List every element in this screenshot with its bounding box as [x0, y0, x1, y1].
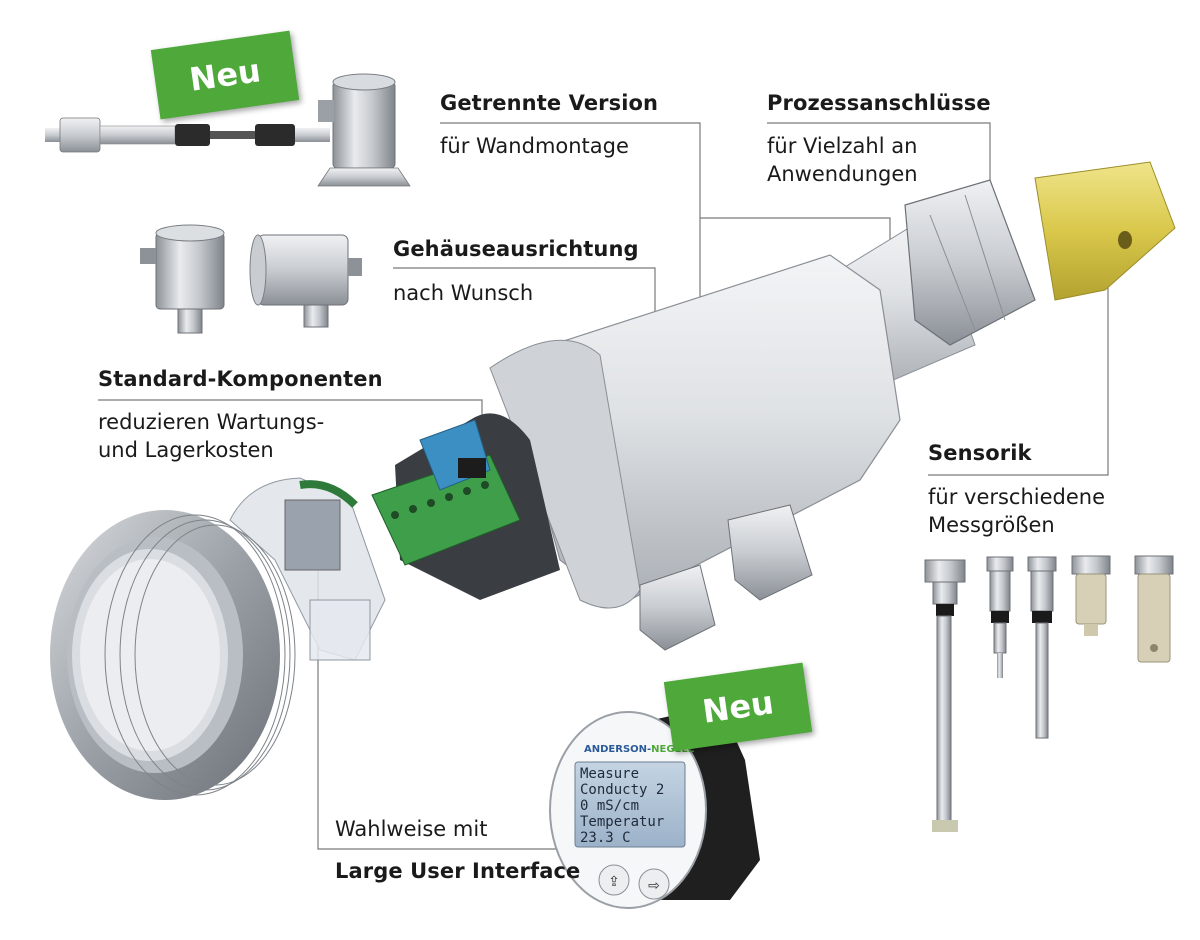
leader-lines — [98, 122, 1109, 850]
sensor-probe-4 — [1071, 555, 1111, 636]
callout-getrennte-desc: für Wandmontage — [440, 134, 629, 158]
display-line-1: Measure — [580, 766, 640, 782]
callout-standard-desc-1: reduzieren Wartungs- — [98, 410, 325, 434]
display-line-3: 0 mS/cm — [580, 798, 640, 814]
display-line-4: Temperatur — [580, 814, 665, 830]
callout-standard-desc-2: und Lagerkosten — [98, 438, 274, 462]
large-user-interface-display: ⇪ ⇨ — [549, 705, 760, 909]
callout-sensorik-desc-1: für verschiedene — [928, 485, 1106, 509]
callout-sensorik-desc-2: Messgrößen — [928, 513, 1055, 537]
callout-prozess-desc-1: für Vielzahl an — [767, 134, 918, 158]
display-brand-left: ANDERSON- — [584, 744, 652, 755]
callout-gehaeuse-title: Gehäuseausrichtung — [393, 237, 639, 261]
sensor-probe-1 — [924, 559, 966, 832]
main-housing — [371, 161, 1176, 651]
display-module-exploded — [229, 477, 386, 661]
svg-text:⇪: ⇪ — [608, 874, 620, 890]
callout-sensorik-title: Sensorik — [928, 441, 1032, 465]
callout-getrennte-title: Getrennte Version — [440, 91, 659, 115]
sensor-probe-5 — [1134, 555, 1174, 663]
callout-gehaeuse-desc: nach Wunsch — [393, 281, 534, 305]
callout-prozess-title: Prozessanschlüsse — [767, 91, 991, 115]
callout-prozess-desc-2: Anwendungen — [767, 162, 918, 186]
leader-sensorik — [928, 255, 1109, 476]
display-screen-text: Measure Conducty 2 0 mS/cm Temperatur 23… — [580, 766, 664, 846]
leader-getrennte — [440, 122, 701, 330]
housing-orientation-illustration — [140, 224, 362, 334]
callout-lui-desc: Wahlweise mit — [335, 817, 488, 841]
svg-text:⇨: ⇨ — [648, 878, 660, 894]
callout-standard-title: Standard-Komponenten — [98, 367, 383, 391]
cable-glands — [639, 504, 813, 651]
sensor-probes — [924, 555, 1174, 832]
separate-version-illustration — [45, 73, 411, 187]
display-line-2: Conducty 2 — [580, 782, 665, 798]
callout-lui-title: Large User Interface — [335, 859, 581, 883]
sensor-probe-3 — [1027, 556, 1057, 739]
sensor-probe-2 — [986, 556, 1014, 678]
display-line-5: 23.3 C — [580, 830, 631, 846]
threaded-cover-ring — [50, 510, 296, 800]
